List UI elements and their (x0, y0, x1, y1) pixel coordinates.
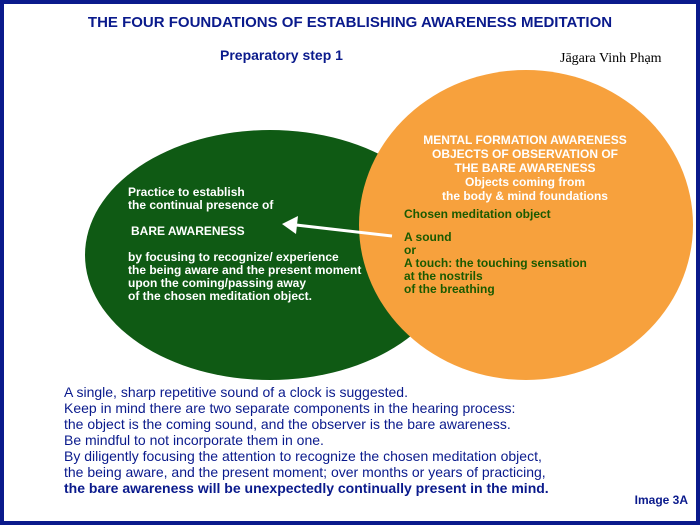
bottom-conclusion: the bare awareness will be unexpectedly … (64, 480, 549, 496)
bottom-line: the being aware, and the present moment;… (64, 464, 546, 480)
left-line: of the chosen meditation object. (128, 289, 313, 303)
bare-awareness-label: BARE AWARENESS (131, 224, 245, 238)
left-line: Practice to establish (128, 185, 245, 199)
right-body-line: or (404, 243, 416, 257)
author-name: Jāgara Vinh Phạm (560, 51, 662, 66)
left-line: upon the coming/passing away (128, 276, 307, 290)
slide-subtitle: Preparatory step 1 (220, 47, 343, 63)
right-circle-body: Chosen meditation object A sound or A to… (404, 208, 587, 296)
image-label: Image 3A (634, 493, 688, 507)
bottom-line: A single, sharp repetitive sound of a cl… (64, 384, 408, 400)
chosen-object-label: Chosen meditation object (404, 207, 551, 221)
left-line: the continual presence of (128, 198, 274, 212)
bottom-line: Keep in mind there are two separate comp… (64, 400, 516, 416)
right-body-line: of the breathing (404, 282, 495, 296)
left-line: the being aware and the present moment (128, 263, 362, 277)
right-heading-line: Objects coming from (464, 175, 586, 189)
orange-ellipse (359, 70, 693, 380)
right-heading-line: OBJECTS OF OBSERVATION OF (431, 147, 619, 161)
bottom-explanation: A single, sharp repetitive sound of a cl… (64, 384, 549, 496)
right-heading-line: MENTAL FORMATION AWARENESS (423, 133, 627, 147)
left-line: by focusing to recognize/ experience (128, 250, 339, 264)
right-heading-line: THE BARE AWARENESS (454, 161, 596, 175)
right-circle-heading: MENTAL FORMATION AWARENESS OBJECTS OF OB… (400, 133, 650, 203)
right-body-line: at the nostrils (404, 269, 483, 283)
arrow-left-icon (282, 216, 393, 238)
right-body-line: A sound (404, 230, 452, 244)
right-heading-line: the body & mind foundations (442, 189, 608, 203)
slide-title: THE FOUR FOUNDATIONS OF ESTABLISHING AWA… (87, 14, 613, 31)
bottom-line: Be mindful to not incorporate them in on… (64, 432, 324, 448)
green-ellipse (85, 130, 455, 380)
right-body-line: A touch: the touching sensation (404, 256, 587, 270)
left-circle-text: Practice to establish the continual pres… (128, 186, 398, 303)
bottom-line: By diligently focusing the attention to … (64, 448, 542, 464)
bottom-line: the object is the coming sound, and the … (64, 416, 511, 432)
